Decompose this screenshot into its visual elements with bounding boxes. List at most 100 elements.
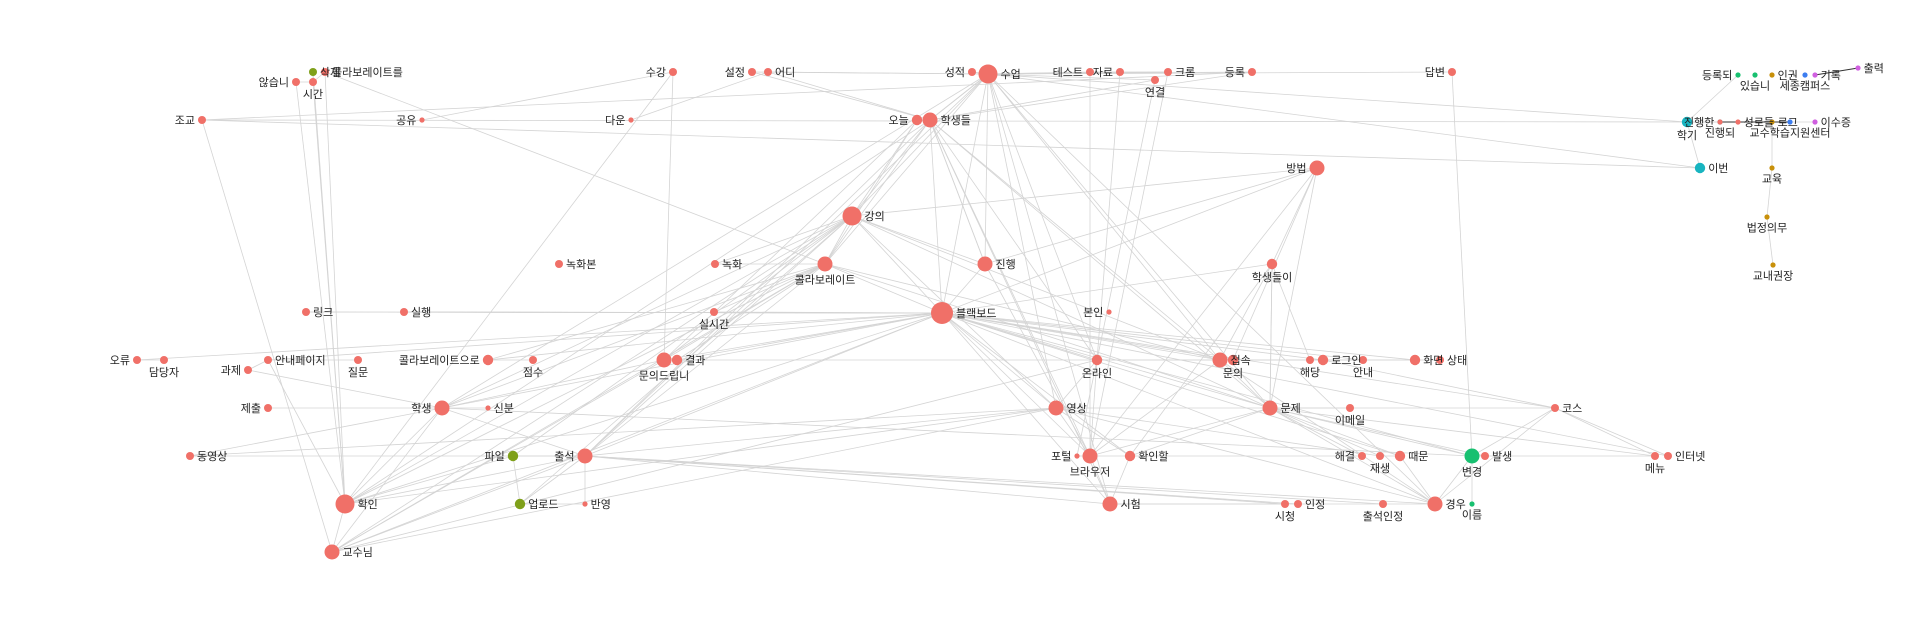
- node-출석[interactable]: [577, 448, 593, 464]
- node-해당[interactable]: [1306, 356, 1314, 364]
- node-교수님[interactable]: [324, 544, 340, 560]
- node-인터넷[interactable]: [1664, 452, 1672, 460]
- node-삭제[interactable]: [309, 68, 317, 76]
- node-교수학습지원센터[interactable]: [1787, 119, 1793, 125]
- node-테스트[interactable]: [1086, 68, 1094, 76]
- node-로그[interactable]: [1769, 119, 1775, 125]
- node-있습니[interactable]: [1752, 72, 1758, 78]
- node-인정[interactable]: [1294, 500, 1302, 508]
- node-교육[interactable]: [1769, 165, 1775, 171]
- node-본인[interactable]: [1106, 309, 1112, 315]
- node-등록[interactable]: [1248, 68, 1256, 76]
- node-다운[interactable]: [628, 117, 634, 123]
- node-온라인[interactable]: [1091, 354, 1103, 366]
- node-시간[interactable]: [309, 78, 317, 86]
- node-문의[interactable]: [1227, 354, 1239, 366]
- node-제출[interactable]: [264, 404, 272, 412]
- node-접속[interactable]: [1212, 352, 1228, 368]
- node-오늘[interactable]: [911, 114, 923, 126]
- node-콜라보레이트를[interactable]: [321, 68, 329, 76]
- node-확인할[interactable]: [1124, 450, 1136, 462]
- node-조교[interactable]: [198, 116, 206, 124]
- node-때문[interactable]: [1394, 450, 1406, 462]
- node-수강[interactable]: [669, 68, 677, 76]
- node-문제[interactable]: [1262, 400, 1278, 416]
- node-결과[interactable]: [671, 354, 683, 366]
- node-메뉴[interactable]: [1651, 452, 1659, 460]
- node-이수증[interactable]: [1812, 119, 1818, 125]
- node-재생[interactable]: [1376, 452, 1384, 460]
- node-않습니[interactable]: [292, 78, 300, 86]
- node-교내권장[interactable]: [1770, 262, 1776, 268]
- node-기록[interactable]: [1812, 72, 1818, 78]
- node-과제[interactable]: [244, 366, 252, 374]
- node-파일[interactable]: [507, 450, 519, 462]
- node-점수[interactable]: [529, 356, 537, 364]
- node-학생[interactable]: [434, 400, 450, 416]
- node-문의드립니[interactable]: [656, 352, 672, 368]
- node-오류[interactable]: [133, 356, 141, 364]
- node-발생[interactable]: [1481, 452, 1489, 460]
- node-세종캠퍼스[interactable]: [1802, 72, 1808, 78]
- node-이번[interactable]: [1694, 162, 1706, 174]
- node-답변[interactable]: [1448, 68, 1456, 76]
- node-변경[interactable]: [1464, 448, 1480, 464]
- node-label-등록: 등록: [1225, 66, 1245, 79]
- edge-강의-문제: [851, 215, 1271, 409]
- node-확인[interactable]: [335, 494, 355, 514]
- node-담당자[interactable]: [160, 356, 168, 364]
- node-label-이번: 이번: [1708, 162, 1728, 175]
- node-공유[interactable]: [419, 117, 425, 123]
- node-반영[interactable]: [582, 501, 588, 507]
- node-성적[interactable]: [968, 68, 976, 76]
- node-링크[interactable]: [302, 308, 310, 316]
- node-해결[interactable]: [1358, 452, 1366, 460]
- node-로그인[interactable]: [1317, 354, 1329, 366]
- node-강의[interactable]: [842, 206, 862, 226]
- node-화면[interactable]: [1409, 354, 1421, 366]
- node-안내페이지[interactable]: [264, 356, 272, 364]
- node-학생들[interactable]: [922, 112, 938, 128]
- node-안내[interactable]: [1359, 356, 1367, 364]
- node-영상[interactable]: [1048, 400, 1064, 416]
- node-크롬[interactable]: [1164, 68, 1172, 76]
- node-출력[interactable]: [1855, 65, 1861, 71]
- node-label-경우: 경우: [1446, 498, 1466, 511]
- node-방법[interactable]: [1309, 160, 1325, 176]
- node-진행되[interactable]: [1717, 119, 1723, 125]
- node-시험[interactable]: [1102, 496, 1118, 512]
- node-코스[interactable]: [1551, 404, 1559, 412]
- node-포털[interactable]: [1074, 453, 1080, 459]
- node-어디[interactable]: [764, 68, 772, 76]
- node-콜라보레이트으로[interactable]: [482, 354, 494, 366]
- node-label-교내권장: 교내권장: [1753, 270, 1793, 283]
- node-이메일[interactable]: [1346, 404, 1354, 412]
- node-이름[interactable]: [1469, 501, 1475, 507]
- node-수업[interactable]: [978, 64, 998, 84]
- node-자료[interactable]: [1116, 68, 1124, 76]
- node-신분[interactable]: [485, 405, 491, 411]
- node-블랙보드[interactable]: [931, 302, 953, 324]
- node-상태[interactable]: [1436, 356, 1444, 364]
- node-업로드[interactable]: [514, 498, 526, 510]
- node-진행[interactable]: [977, 256, 993, 272]
- node-등록되[interactable]: [1735, 72, 1741, 78]
- node-출석인정[interactable]: [1379, 500, 1387, 508]
- node-경우[interactable]: [1427, 496, 1443, 512]
- node-법정의무[interactable]: [1764, 214, 1770, 220]
- node-녹화본[interactable]: [555, 260, 563, 268]
- node-콜라보레이트[interactable]: [817, 256, 833, 272]
- node-녹화[interactable]: [711, 260, 719, 268]
- node-질문[interactable]: [354, 356, 362, 364]
- node-연결[interactable]: [1151, 76, 1159, 84]
- node-설정[interactable]: [748, 68, 756, 76]
- node-인권[interactable]: [1769, 72, 1775, 78]
- node-동영상[interactable]: [186, 452, 194, 460]
- node-성로들[interactable]: [1735, 119, 1741, 125]
- node-학기[interactable]: [1681, 116, 1693, 128]
- node-실행[interactable]: [400, 308, 408, 316]
- node-실시간[interactable]: [710, 308, 718, 316]
- node-브라우저[interactable]: [1082, 448, 1098, 464]
- node-시청[interactable]: [1281, 500, 1289, 508]
- node-학생들이[interactable]: [1266, 258, 1278, 270]
